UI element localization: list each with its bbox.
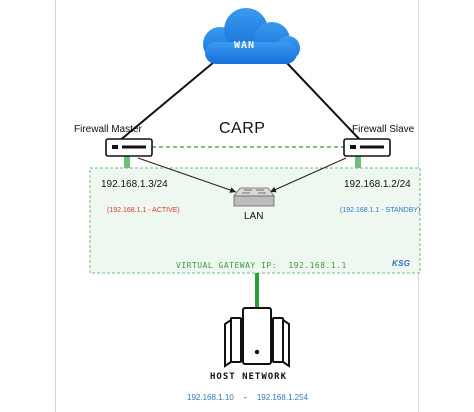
carp-label: CARP	[219, 120, 266, 137]
host-range-start: 192.168.1.10	[187, 393, 234, 402]
master-to-lan-arrow	[137, 157, 237, 193]
ksg-logo: KSG	[392, 259, 418, 271]
lan-label: LAN	[244, 211, 264, 222]
firewall-slave-appliance-icon	[343, 138, 391, 157]
wan-label: WAN	[234, 40, 256, 51]
wan-to-master-link	[117, 61, 215, 143]
virtual-gateway-ip: 192.168.1.1	[288, 261, 347, 270]
virtual-gateway-label: VIRTUAL GATEWAY IP: 192.168.1.1	[176, 261, 347, 270]
firewall-master-appliance-icon	[105, 138, 153, 157]
firewall-master-status: (192.168.1.1 - ACTIVE)	[107, 207, 180, 214]
cloud-icon	[203, 8, 300, 64]
virtual-gateway-panel	[89, 167, 421, 274]
server-stack-icon	[224, 307, 290, 368]
host-range-end: 192.168.1.254	[256, 393, 309, 402]
host-range-separator: -	[243, 393, 247, 402]
firewall-slave-ip: 192.168.1.2/24	[344, 179, 411, 190]
firewall-slave-status: (192.168.1.1 - STANDBY)	[340, 207, 421, 214]
host-network-label: HOST NETWORK	[210, 372, 288, 382]
firewall-slave-label: Firewall Slave	[352, 124, 415, 135]
firewall-master-label: Firewall Master	[74, 124, 142, 135]
firewall-master-ip: 192.168.1.3/24	[101, 179, 168, 190]
host-network-range: 192.168.1.10 - 192.168.1.254	[187, 393, 308, 402]
slave-to-lan-arrow	[269, 157, 347, 193]
ksg-logo-text: KSG	[392, 259, 411, 268]
virtual-gateway-title: VIRTUAL GATEWAY IP:	[176, 261, 278, 270]
wan-to-slave-link	[285, 61, 363, 143]
gateway-to-host-link	[255, 273, 259, 309]
lan-switch-icon	[233, 187, 275, 207]
slave-port-connector	[355, 156, 361, 168]
master-port-connector	[124, 156, 130, 168]
